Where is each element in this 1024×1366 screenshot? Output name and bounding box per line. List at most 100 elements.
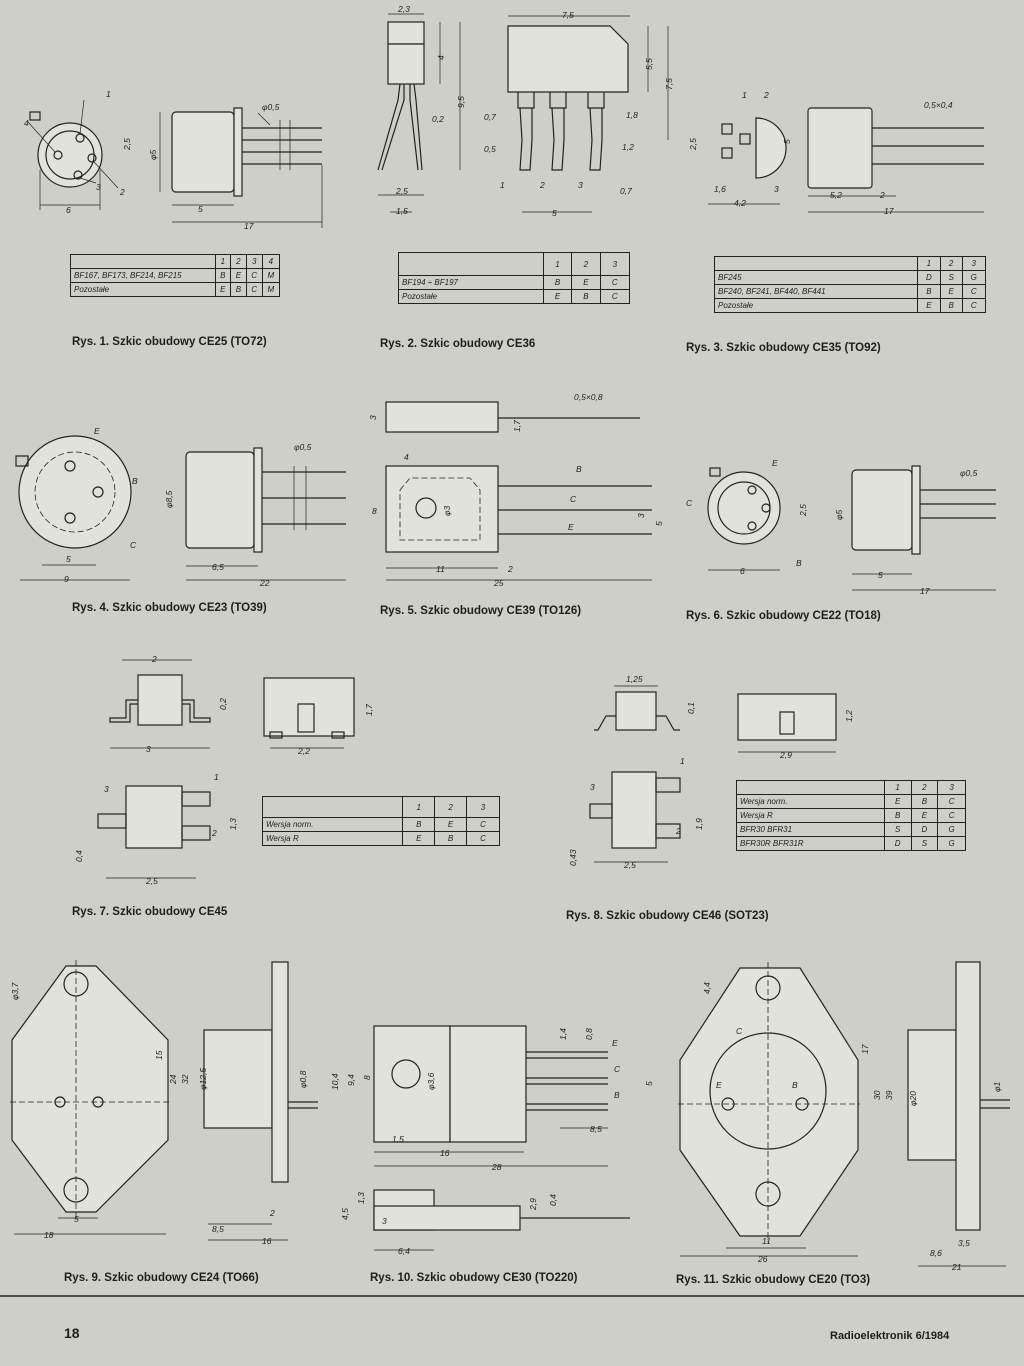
fig7-pin-table: 1 2 3 Wersja norm. B E C Wersja R E B C bbox=[261, 796, 500, 846]
f10-dim-2-9: 2,9 bbox=[528, 1198, 538, 1211]
f1-dim-17: 17 bbox=[244, 221, 254, 231]
table-row: Wersja R E B C bbox=[261, 831, 500, 846]
fig9-drawing: φ3,7 15 24 32 5 18 φ12,5 φ0,8 2 8,5 16 bbox=[10, 960, 318, 1246]
fig4-caption: Rys. 4. Szkic obudowy CE23 (TO39) bbox=[72, 602, 267, 614]
table-header: 3 bbox=[466, 796, 500, 818]
f10-dim-3: 3 bbox=[382, 1216, 387, 1226]
page-number: 18 bbox=[64, 1325, 80, 1341]
f11-pin-b: B bbox=[792, 1080, 798, 1090]
f9-dim-d12-5: φ12,5 bbox=[198, 1068, 208, 1090]
f1-dim-5: 5 bbox=[198, 204, 203, 214]
f1-pin-1: 1 bbox=[106, 89, 111, 99]
fig2-drawing: 2,3 4 9,5 0,2 2,5 1,5 7,5 5,5 7,5 0,7 0,… bbox=[377, 4, 674, 218]
table-header: 1 bbox=[883, 780, 912, 795]
f2-dim-1-2: 1,2 bbox=[622, 142, 634, 152]
table-header: 2 bbox=[230, 254, 247, 269]
f10-dim-1-5: 1,5 bbox=[392, 1134, 404, 1144]
f5-pin-c: C bbox=[570, 494, 577, 504]
fig5-drawing: 3 0,5×0,8 1,7 4 8 φ3 B C E 5 3 11 2 25 bbox=[368, 392, 664, 588]
table-header: 2 bbox=[939, 256, 963, 271]
f8-dim-1-2: 1,2 bbox=[844, 710, 854, 722]
f2-dim-2-5: 2,5 bbox=[395, 186, 408, 196]
f6-pin-e: E bbox=[772, 458, 778, 468]
fig3-drawing: 1 2 3 2,5 5 1,6 4,2 0,5×0,4 5,2 2 17 bbox=[688, 90, 984, 216]
fig8-caption: Rys. 8. Szkic obudowy CE46 (SOT23) bbox=[566, 910, 769, 922]
f3-dim-5: 5 bbox=[782, 139, 792, 144]
fig7-drawing: 2 0,2 3 1,7 2,2 1 3 2 1,3 0,4 2,5 bbox=[74, 654, 374, 886]
f9-dim-32: 32 bbox=[180, 1074, 190, 1084]
f1-dim-2-5: 2,5 bbox=[122, 138, 132, 151]
fig9-caption: Rys. 9. Szkic obudowy CE24 (TO66) bbox=[64, 1272, 259, 1284]
f5-dim-25: 25 bbox=[493, 578, 504, 588]
f2-dim-4: 4 bbox=[436, 55, 446, 60]
fig1-drawing: 6 1 2 3 4 2,5 φ0,5 φ5 5 17 bbox=[24, 89, 323, 231]
f2-dim-2-3: 2,3 bbox=[397, 4, 410, 14]
table-row: Wersja norm. B E C bbox=[261, 817, 500, 832]
f10-dim-1-4: 1,4 bbox=[558, 1028, 568, 1040]
f5-dim-8: 8 bbox=[372, 506, 377, 516]
f11-dim-3-5: 3,5 bbox=[958, 1238, 970, 1248]
f9-dim-24: 24 bbox=[168, 1074, 178, 1085]
f9-dim-8-5: 8,5 bbox=[212, 1224, 224, 1234]
f8-dim-2-9: 2,9 bbox=[779, 750, 792, 760]
f6-dim-5: 5 bbox=[878, 570, 883, 580]
table-row: BF167, BF173, BF214, BF215 B E C M bbox=[70, 268, 281, 283]
fig1-pin-table: 1 2 3 4 BF167, BF173, BF214, BF215 B E C… bbox=[70, 254, 281, 297]
f2-dim-7-5b: 7,5 bbox=[664, 78, 674, 90]
f8-dim-1-25: 1,25 bbox=[626, 674, 643, 684]
fig11-drawing: C E B 4,4 17 30 39 11 26 φ20 φ1 3,5 8,6 … bbox=[678, 961, 1010, 1272]
f10-pin-c: C bbox=[614, 1064, 621, 1074]
f2-dim-1-8: 1,8 bbox=[626, 110, 638, 120]
f9-dim-d3-7: φ3,7 bbox=[10, 982, 20, 1000]
f6-pin-c: C bbox=[686, 498, 693, 508]
table-row: Pozostałe E B C bbox=[398, 289, 631, 304]
table-header: 3 bbox=[961, 256, 987, 271]
f4-pin-b: B bbox=[132, 476, 138, 486]
table-row: Pozostałe E B C M bbox=[70, 282, 281, 297]
fig7-caption: Rys. 7. Szkic obudowy CE45 bbox=[72, 906, 228, 918]
f6-dim-2-5: 2,5 bbox=[798, 504, 808, 517]
f2-dim-0-5: 0,5 bbox=[484, 144, 496, 154]
f10-dim-16: 16 bbox=[440, 1148, 450, 1158]
f10-dim-1-3: 1,3 bbox=[356, 1192, 366, 1204]
f11-dim-4-4: 4,4 bbox=[702, 982, 712, 994]
f7-pin-2: 2 bbox=[211, 828, 217, 838]
f3-dim-4-2: 4,2 bbox=[734, 198, 746, 208]
f4-dim-d8-5: φ8,5 bbox=[164, 490, 174, 508]
table-row: Pozostałe E B C bbox=[713, 298, 987, 313]
magazine-issue: Radioelektronik 6/1984 bbox=[830, 1330, 950, 1342]
table-header: 3 bbox=[937, 780, 966, 795]
table-header: 3 bbox=[599, 252, 631, 276]
f6-dim-6: 6 bbox=[740, 566, 745, 576]
f1-pin-4: 4 bbox=[24, 118, 29, 128]
f11-pin-e: E bbox=[716, 1080, 722, 1090]
f8-dim-1-9: 1,9 bbox=[694, 818, 704, 830]
f7-dim-2-5: 2,5 bbox=[145, 876, 158, 886]
f2-pin-1: 1 bbox=[500, 180, 505, 190]
table-header: 1 bbox=[542, 252, 573, 276]
table-header: 2 bbox=[910, 780, 939, 795]
fig3-pin-table: 1 2 3 BF245 D S G BF240, BF241, BF440, B… bbox=[713, 256, 987, 313]
f5-dim-11: 11 bbox=[436, 564, 445, 574]
f7-dim-1-7: 1,7 bbox=[364, 704, 374, 716]
f5-dim-5: 5 bbox=[654, 521, 664, 526]
f11-dim-30: 30 bbox=[872, 1090, 882, 1100]
table-header: 1 bbox=[214, 254, 232, 269]
fig6-caption: Rys. 6. Szkic obudowy CE22 (TO18) bbox=[686, 610, 881, 622]
f11-dim-d1: φ1 bbox=[992, 1081, 1002, 1092]
f2-dim-0-7: 0,7 bbox=[484, 112, 496, 122]
fig2-caption: Rys. 2. Szkic obudowy CE36 bbox=[380, 338, 536, 350]
table-row: BF240, BF241, BF440, BF441 B E C bbox=[713, 284, 987, 299]
f4-dim-5: 5 bbox=[66, 554, 71, 564]
f2-dim-7-5: 7,5 bbox=[562, 10, 574, 20]
table-row: BFR30 BFR31 S D G bbox=[736, 822, 966, 837]
f8-pin-3: 3 bbox=[590, 782, 595, 792]
f9-dim-18: 18 bbox=[44, 1230, 54, 1240]
f10-pin-e: E bbox=[612, 1038, 618, 1048]
fig10-drawing: E C B 1,4 0,8 10,4 9,4 8 φ3,6 5 1,5 8,5 … bbox=[330, 1025, 654, 1256]
table-header: 3 bbox=[245, 254, 263, 269]
f9-dim-16: 16 bbox=[262, 1236, 272, 1246]
table-row: BF245 D S G bbox=[713, 270, 987, 285]
f3-dim-2-5: 2,5 bbox=[688, 138, 698, 151]
